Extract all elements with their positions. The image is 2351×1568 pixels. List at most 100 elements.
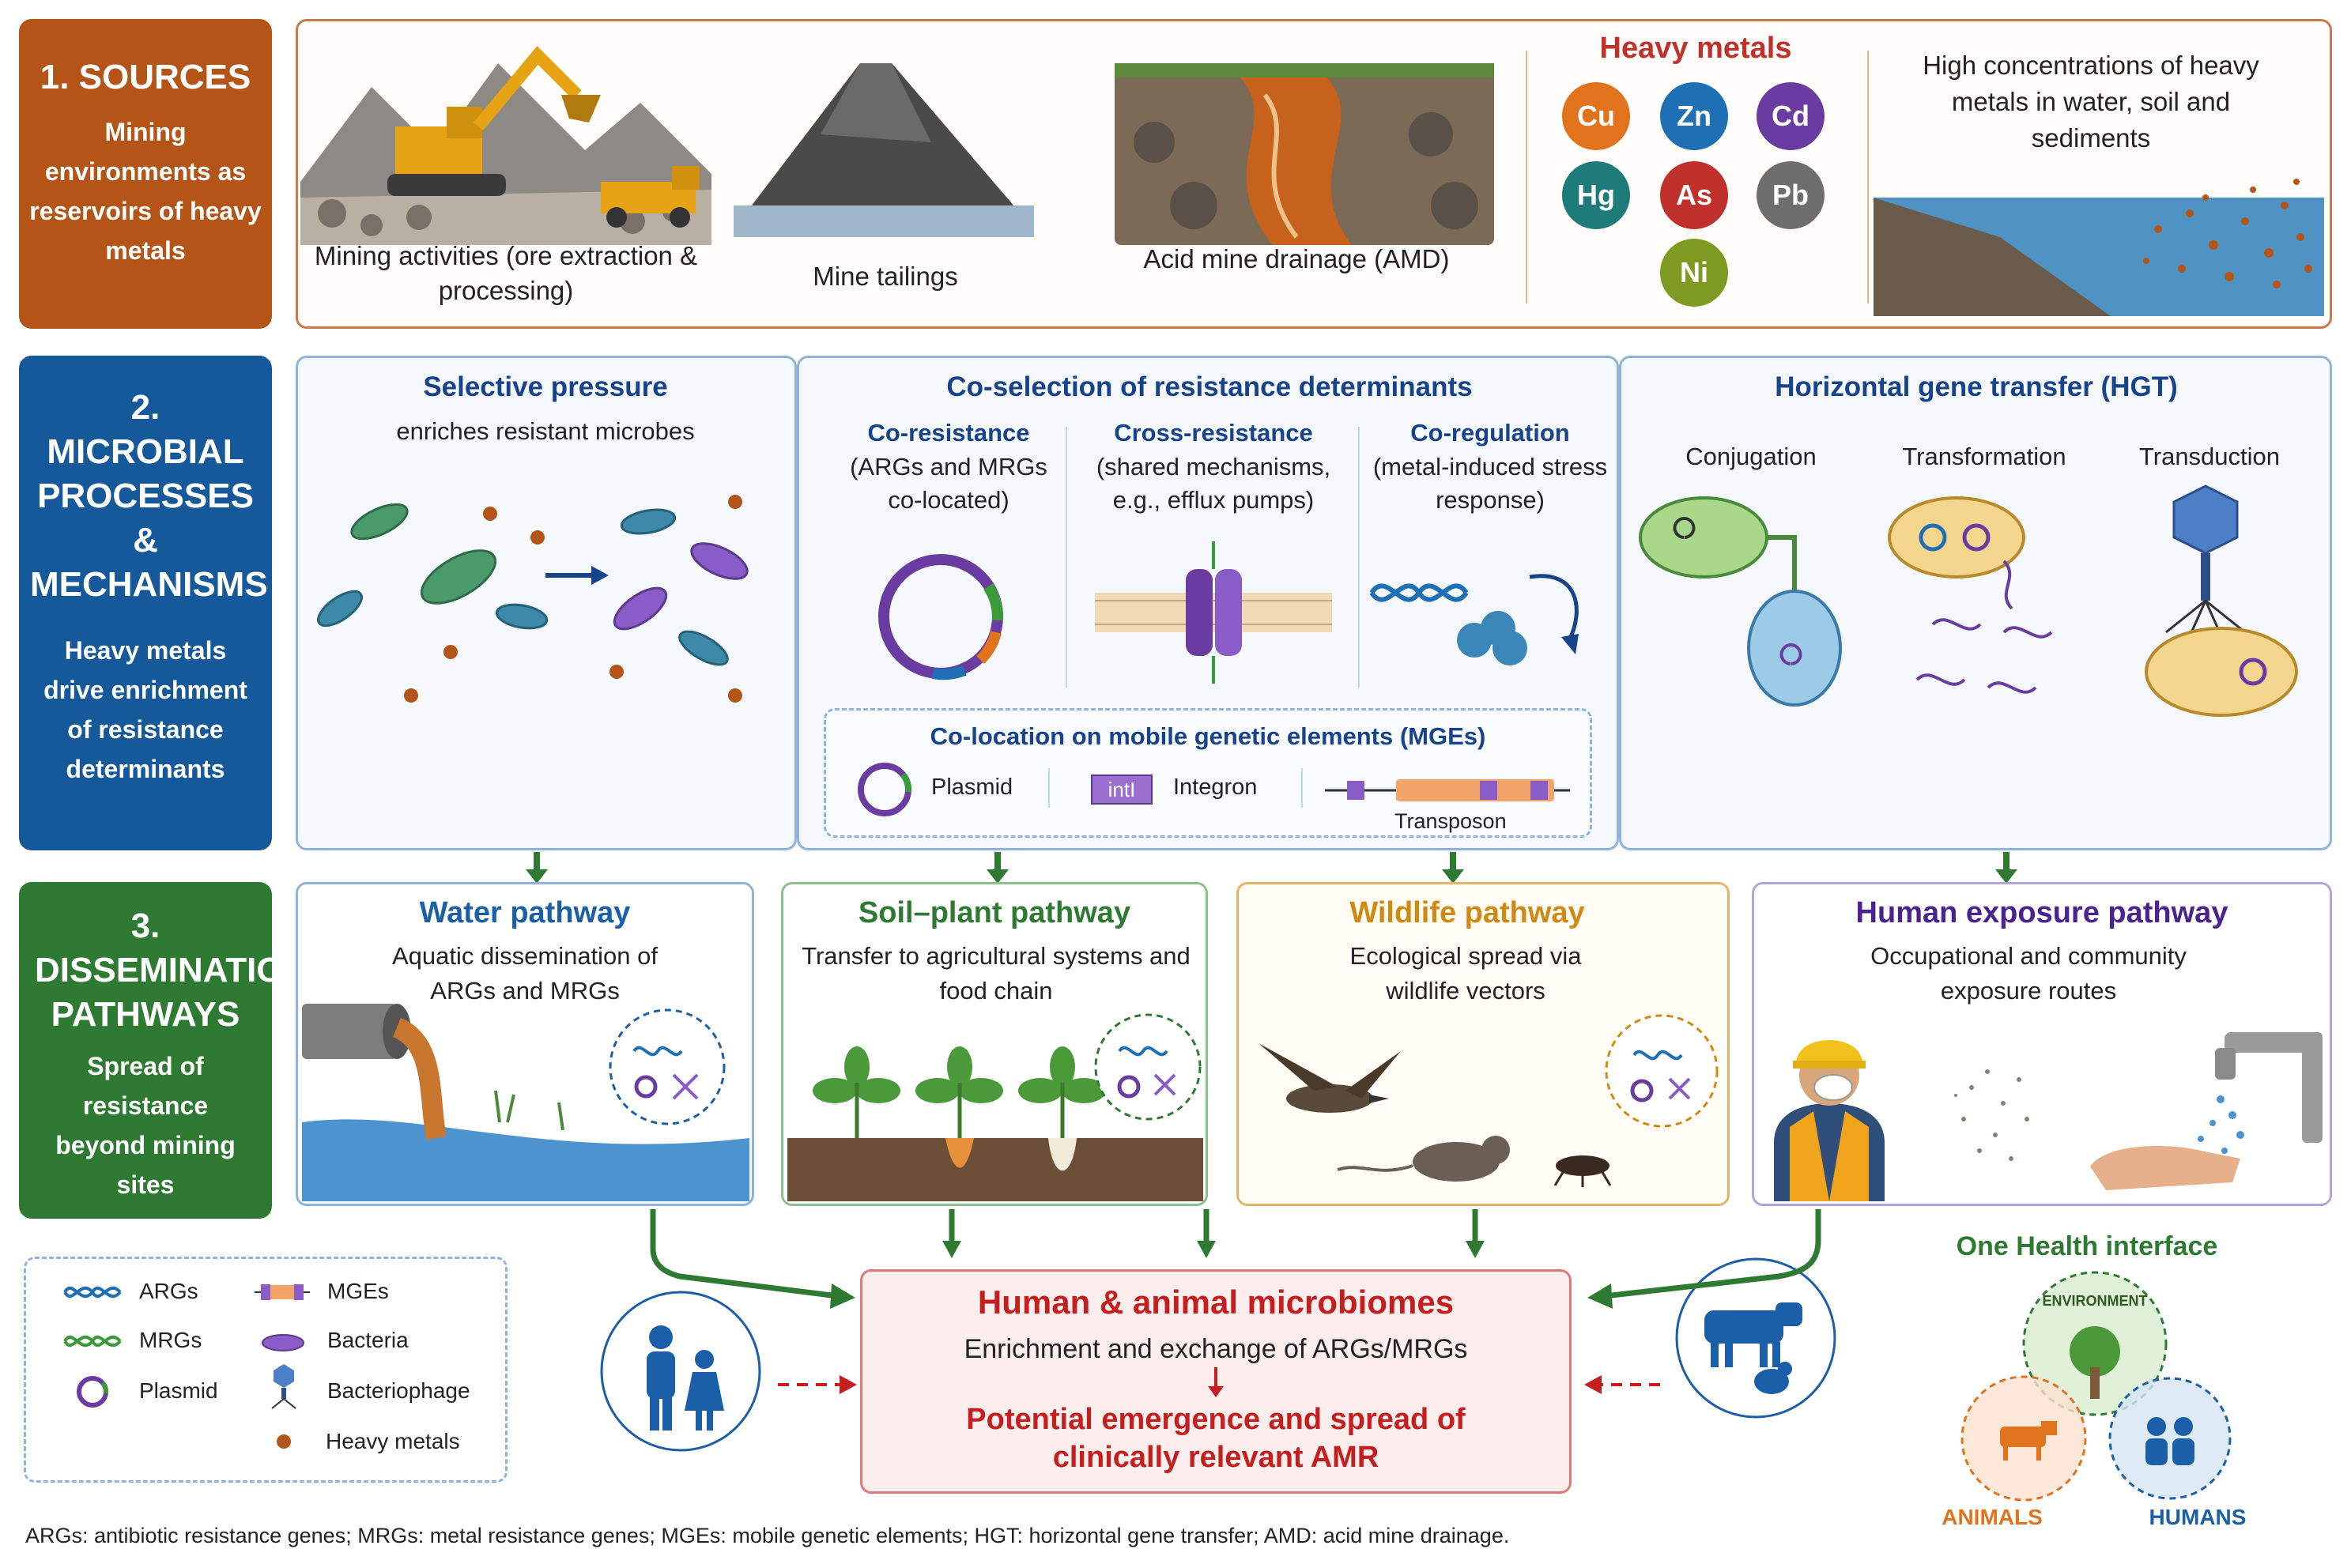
hgt-title: Horizontal gene transfer (HGT)	[1775, 371, 2178, 402]
legend-mges-label: MGEs	[327, 1279, 389, 1303]
water-pathway-title: Water pathway	[419, 896, 631, 929]
co-resistance-title: Co-resistance	[867, 419, 1030, 447]
heavy-metals-title: Heavy metals	[1599, 32, 1792, 65]
conjugation-illustration	[1639, 496, 1842, 707]
one-health-title: One Health interface	[1956, 1231, 2218, 1261]
conjugation-label: Conjugation	[1685, 443, 1817, 470]
efflux-pump-illustration	[1095, 541, 1332, 684]
args-icon	[63, 1286, 122, 1298]
plasmid-icon	[858, 763, 912, 816]
mge-transposon-label: Transposon	[1394, 809, 1507, 833]
mge-integron-label: Integron	[1173, 775, 1258, 800]
mine-tailings-label: Mine tailings	[813, 262, 958, 291]
metal-cd: Cd	[1757, 82, 1825, 150]
microbiome-title: Human & animal microbiomes	[977, 1283, 1455, 1321]
heavy-metal-dot-icon	[277, 1434, 291, 1449]
metal-cu: Cu	[1562, 82, 1630, 150]
water-pathway-subtitle: Aquatic dissemination of ARGs and MRGs	[391, 942, 659, 1004]
one-health-animals: ANIMALS	[1942, 1505, 2043, 1529]
divider	[1867, 51, 1869, 303]
mining-activities-label: Mining activities (ore extraction & proc…	[314, 241, 698, 305]
section-title: 2. MICROBIAL PROCESSES & MECHANISMS	[30, 388, 268, 604]
section-title: 1. SOURCES	[40, 58, 251, 96]
one-health-environment: ENVIRONMENT	[2042, 1293, 2148, 1309]
metal-ni: Ni	[1660, 239, 1728, 307]
human-pathway-subtitle: Occupational and community exposure rout…	[1870, 942, 2187, 1004]
hgt-panel	[1619, 356, 2332, 850]
integron-tag: intI	[1091, 775, 1153, 805]
section-subtitle: Mining environments as reservoirs of hea…	[29, 118, 262, 265]
selective-pressure-title: Selective pressure	[423, 371, 668, 402]
one-health-humans: HUMANS	[2149, 1505, 2247, 1529]
co-resistance-desc: (ARGs and MRGs co-located)	[850, 453, 1047, 514]
water-pathway-illustration	[302, 1004, 749, 1201]
metal-zn: Zn	[1660, 82, 1728, 150]
section-subtitle: Heavy metals drive enrichment of resista…	[43, 636, 247, 783]
footnote: ARGs: antibiotic resistance genes; MRGs:…	[25, 1524, 1510, 1547]
down-arrow-icon	[1208, 1367, 1224, 1397]
transduction-label: Transduction	[2138, 443, 2281, 470]
metal-as: As	[1660, 161, 1728, 229]
cross-resistance-title: Cross-resistance	[1114, 419, 1313, 447]
human-pathway-title: Human exposure pathway	[1855, 896, 2228, 929]
divider	[1358, 427, 1360, 688]
human-pathway-illustration	[1774, 1032, 2323, 1201]
legend-mrgs-label: MRGs	[139, 1328, 202, 1352]
divider	[1301, 768, 1303, 808]
divider	[1066, 427, 1067, 688]
microbiome-subtitle: Enrichment and exchange of ARGs/MRGs	[964, 1334, 1468, 1364]
wildlife-pathway-illustration	[1259, 1014, 1719, 1187]
co-regulation-desc: (metal-induced stress response)	[1372, 453, 1608, 514]
section-dissemination-header: 3. DISSEMINATION PATHWAYS Spread of resi…	[19, 882, 309, 1219]
mges-icon	[255, 1284, 310, 1300]
cross-resistance-desc: (shared mechanisms, e.g., efflux pumps)	[1096, 453, 1331, 514]
section-microbial-header: 2. MICROBIAL PROCESSES & MECHANISMS Heav…	[19, 356, 272, 850]
high-concentrations-label: High concentrations of heavy metals in w…	[1923, 51, 2259, 153]
animals-circle-icon	[1675, 1257, 1836, 1419]
mge-box	[824, 708, 1592, 838]
legend-bacteriophage-label: Bacteriophage	[327, 1378, 470, 1403]
bacteriophage-icon	[271, 1364, 296, 1409]
selective-pressure-panel	[296, 356, 797, 850]
coselection-title: Co-selection of resistance determinants	[946, 371, 1473, 402]
mrgs-icon	[63, 1335, 122, 1348]
transposon-icon	[1325, 779, 1570, 801]
section-sources-header: 1. SOURCES Mining environments as reserv…	[19, 19, 272, 329]
transduction-illustration	[2145, 484, 2298, 717]
contaminated-shore-illustration	[1874, 179, 2324, 316]
transformation-illustration	[1888, 496, 2053, 694]
divider	[1048, 768, 1050, 808]
microbiome-outcome: Potential emergence and spread of clinic…	[966, 1403, 1466, 1474]
transformation-label: Transformation	[1902, 443, 2066, 470]
soil-pathway-title: Soil–plant pathway	[858, 896, 1131, 929]
co-regulation-title: Co-regulation	[1410, 419, 1570, 447]
selective-pressure-subtitle: enriches resistant microbes	[396, 417, 695, 445]
legend-plasmid-label: Plasmid	[139, 1378, 218, 1403]
wildlife-pathway-title: Wildlife pathway	[1349, 896, 1585, 929]
plasmid-ring-illustration	[878, 554, 1004, 680]
mge-title: Co-location on mobile genetic elements (…	[930, 722, 1486, 750]
metal-pb: Pb	[1757, 161, 1825, 229]
mine-tailings-illustration	[734, 63, 1034, 237]
stress-response-illustration	[1369, 574, 1579, 665]
section-subtitle: Spread of resistance beyond mining sites	[55, 1052, 236, 1199]
mge-plasmid-label: Plasmid	[931, 775, 1013, 800]
mining-activities-illustration	[300, 46, 711, 245]
metal-hg: Hg	[1562, 161, 1630, 229]
section-title: 3. DISSEMINATION PATHWAYS	[35, 906, 309, 1034]
acid-mine-drainage-label: Acid mine drainage (AMD)	[1143, 244, 1450, 273]
divider	[1526, 51, 1527, 303]
legend-bacteria-label: Bacteria	[327, 1328, 409, 1352]
selective-pressure-illustration	[317, 495, 749, 703]
legend-heavy-metals-label: Heavy metals	[326, 1429, 460, 1453]
soil-pathway-illustration	[787, 1013, 1203, 1201]
plasmid-legend-icon	[77, 1376, 109, 1408]
legend-args-label: ARGs	[139, 1279, 198, 1303]
wildlife-pathway-subtitle: Ecological spread via wildlife vectors	[1349, 942, 1582, 1004]
one-health-venn	[1960, 1271, 2232, 1502]
acid-mine-drainage-illustration	[1115, 63, 1494, 245]
soil-pathway-subtitle: Transfer to agricultural systems and foo…	[802, 942, 1191, 1004]
humans-circle-icon	[600, 1291, 761, 1452]
